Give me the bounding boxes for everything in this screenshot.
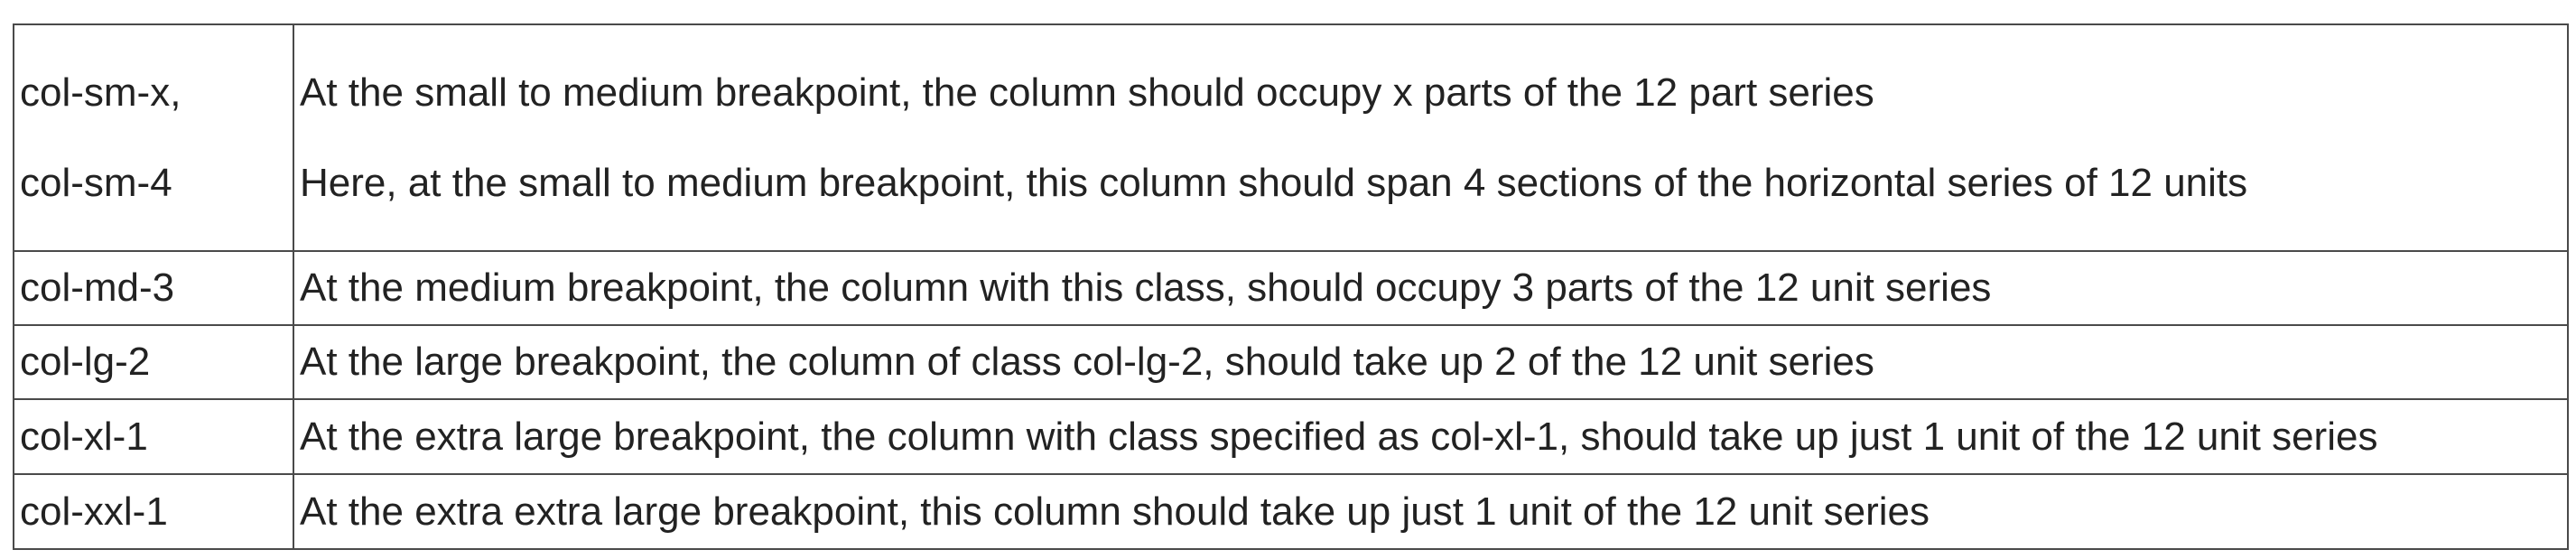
description-text: At the large breakpoint, the column of c… [300, 340, 1874, 384]
description-cell: At the medium breakpoint, the column wit… [293, 250, 2569, 326]
description-cell: At the extra extra large breakpoint, thi… [293, 473, 2569, 550]
table-row: col-lg-2 At the large breakpoint, the co… [13, 324, 2569, 400]
description-text: At the medium breakpoint, the column wit… [300, 266, 1992, 310]
class-name: col-xl-1 [20, 414, 148, 459]
description-text: At the small to medium breakpoint, the c… [300, 70, 1874, 115]
class-cell: col-sm-x, col-sm-4 [13, 23, 294, 252]
class-name: col-sm-4 [20, 160, 172, 205]
description-text: At the extra extra large breakpoint, thi… [300, 489, 1930, 534]
description-text: Here, at the small to medium breakpoint,… [300, 160, 2248, 205]
class-name: col-sm-x, [20, 70, 181, 115]
class-cell: col-xl-1 [13, 398, 294, 475]
table-row: col-sm-x, col-sm-4 At the small to mediu… [13, 23, 2569, 252]
class-name: col-lg-2 [20, 340, 151, 384]
table-row: col-md-3 At the medium breakpoint, the c… [13, 250, 2569, 326]
table-row: col-xl-1 At the extra large breakpoint, … [13, 398, 2569, 475]
class-cell: col-lg-2 [13, 324, 294, 400]
class-cell: col-md-3 [13, 250, 294, 326]
description-cell: At the large breakpoint, the column of c… [293, 324, 2569, 400]
description-cell: At the small to medium breakpoint, the c… [293, 23, 2569, 252]
table-body: col-sm-x, col-sm-4 At the small to mediu… [13, 23, 2569, 550]
description-cell: At the extra large breakpoint, the colum… [293, 398, 2569, 475]
description-text: At the extra large breakpoint, the colum… [300, 414, 2378, 459]
class-name: col-xxl-1 [20, 489, 168, 534]
class-name: col-md-3 [20, 266, 175, 310]
breakpoint-class-table: col-sm-x, col-sm-4 At the small to mediu… [13, 23, 2569, 550]
class-cell: col-xxl-1 [13, 473, 294, 550]
table-row: col-xxl-1 At the extra extra large break… [13, 473, 2569, 550]
